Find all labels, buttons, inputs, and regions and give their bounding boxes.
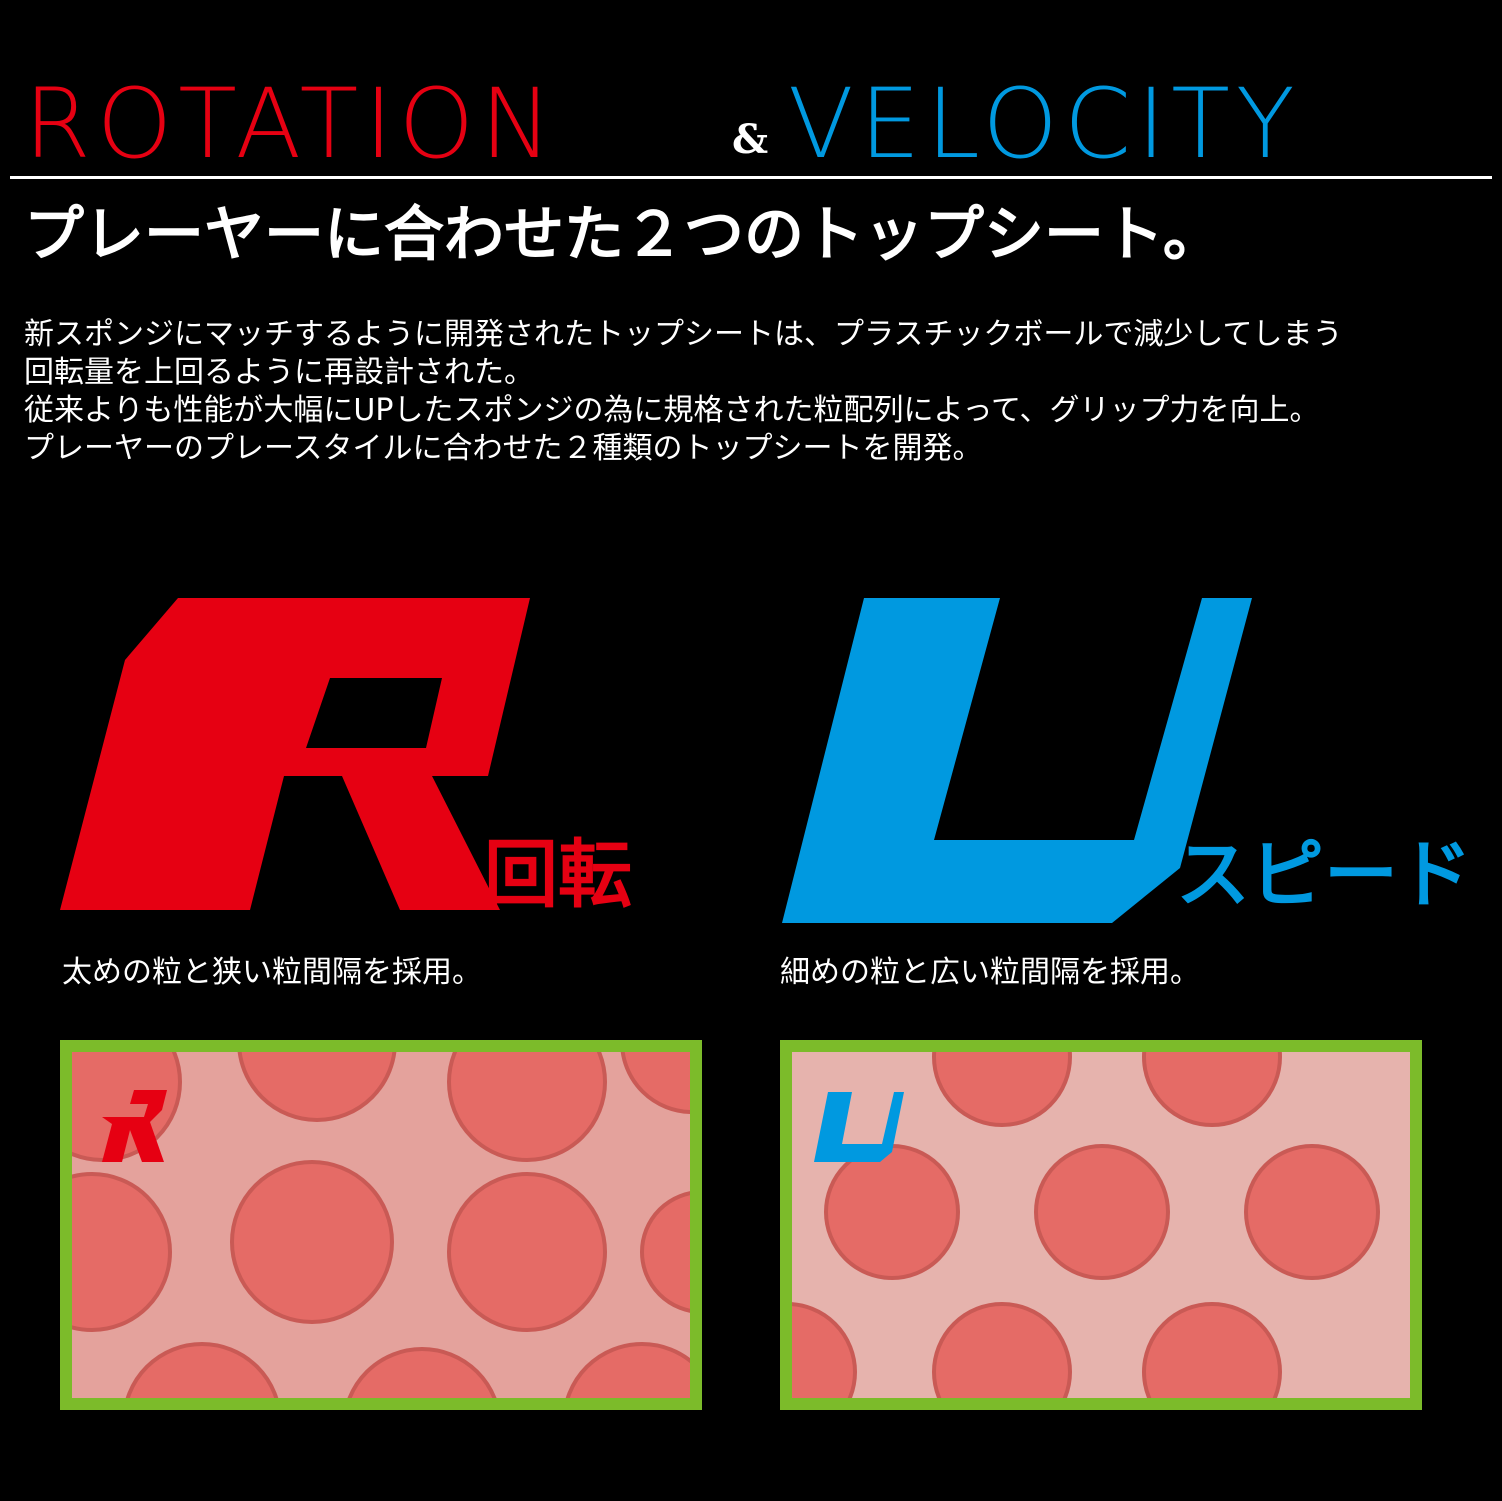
r-tag: 回転 (484, 832, 632, 918)
description-line: 新スポンジにマッチするように開発されたトップシートは、プラスチックボールで減少し… (24, 317, 1343, 352)
r-surface-photo (60, 1040, 702, 1410)
title-velocity: VELOCITY (788, 68, 1301, 180)
v-caption: 細めの粒と広い粒間隔を採用。 (780, 955, 1200, 990)
description: 新スポンジにマッチするように開発されたトップシートは、プラスチックボールで減少し… (24, 316, 1494, 468)
r-caption: 太めの粒と狭い粒間隔を採用。 (62, 955, 482, 990)
header-divider (10, 176, 1492, 179)
subtitle: プレーヤーに合わせた２つのトップシート。 (24, 200, 1223, 270)
v-tag: スピード (1176, 832, 1472, 918)
description-line: 回転量を上回るように再設計された。 (24, 355, 534, 390)
v-logo-icon (782, 598, 1252, 923)
title-rotation: ROTATION (24, 68, 558, 180)
r-logo-icon (60, 598, 530, 910)
description-line: 従来よりも性能が大幅にUPしたスポンジの為に規格された粒配列によって、グリップ力… (24, 393, 1320, 428)
description-line: プレーヤーのプレースタイルに合わせた２種類のトップシートを開発。 (24, 431, 983, 466)
title-ampersand: & (732, 116, 769, 163)
v-surface-photo (780, 1040, 1422, 1410)
